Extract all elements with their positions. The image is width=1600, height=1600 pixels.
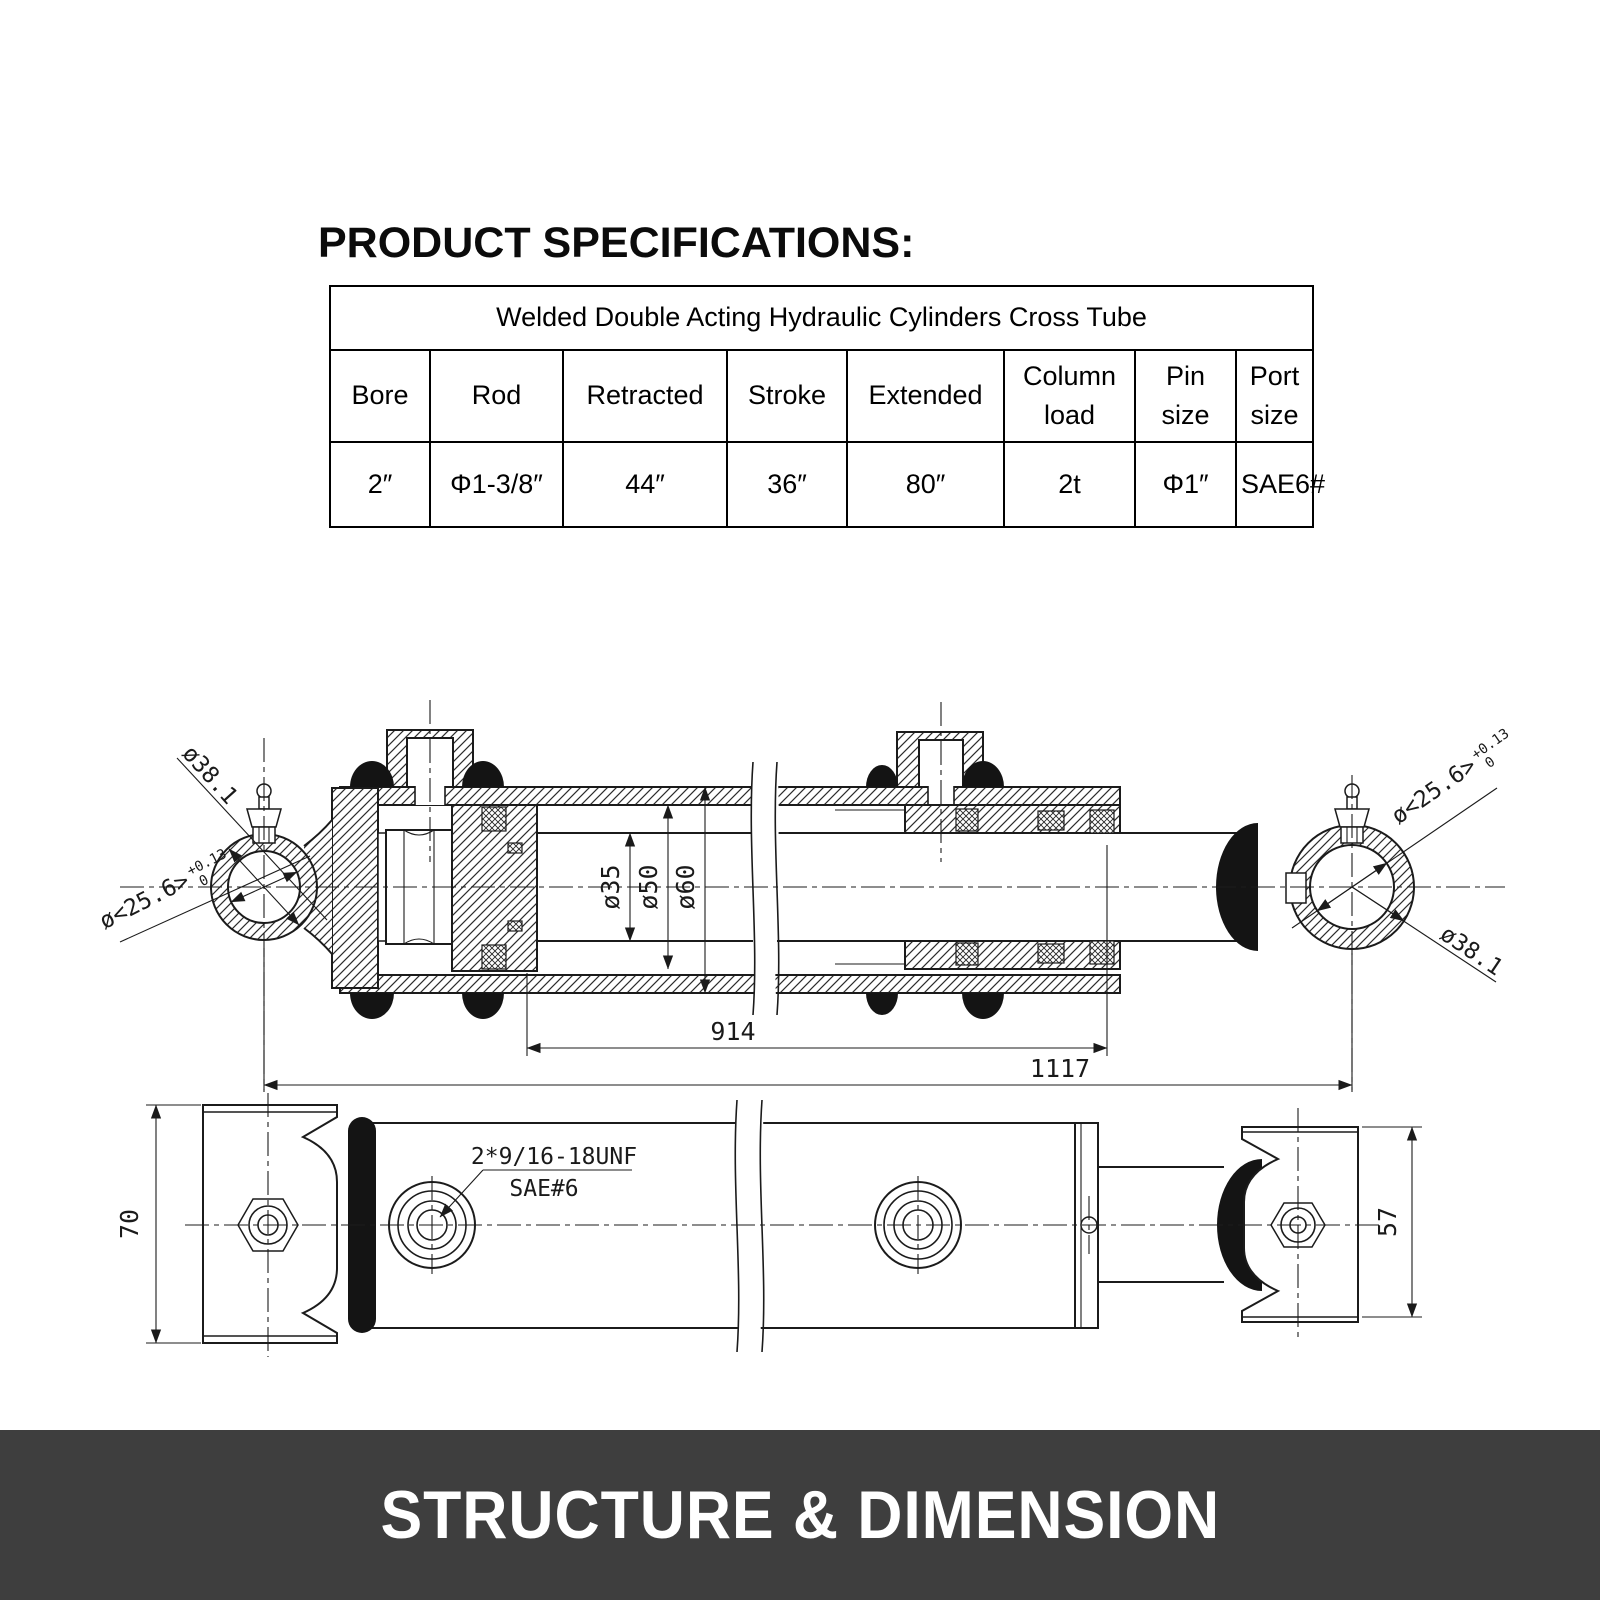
value-port-size: SAE6# [1234,441,1325,528]
barrel-top-wall [339,786,1121,806]
centerlines [120,700,1505,1357]
col-header-port-size: Port size [1234,349,1315,443]
piston [451,804,538,972]
base-cap [331,787,379,989]
dim-bore-diameter: ø50 [634,804,674,970]
port-thread-label: 2*9/16-18UNF [471,1144,637,1170]
table-title: Welded Double Acting Hydraulic Cylinders… [328,285,1315,351]
dim-rod-diameter: ø35 [596,832,636,942]
rod-end-bumper [1216,823,1258,951]
dim-label: ø<25.6> [95,868,193,935]
dim-retracted-length: 1117 [263,948,1353,1092]
dim-label: 1117 [1030,1054,1090,1083]
dim-label: ø<25.6> [1387,753,1481,830]
port-callout: 2*9/16-18UNF SAE#6 [439,1144,637,1218]
banner-title: STRUCTURE & DIMENSION [380,1477,1220,1553]
dim-tube-diameter: ø60 [671,786,711,994]
col-header-retracted: Retracted [562,349,728,443]
weld-beads [350,761,1004,1019]
port-standard-label: SAE#6 [509,1176,578,1202]
technical-drawing: ø38.1 ø<25.6> +0.13 0 ø<25.6> +0.13 0 [95,700,1512,1357]
lower-plan-view [202,1099,1359,1353]
col-header-extended: Extended [846,349,1005,443]
port-boss-right [896,731,984,805]
value-rod: Φ1-3/8″ [429,441,564,528]
dim-label: 57 [1373,1207,1402,1237]
value-extended: 80″ [846,441,1005,528]
break-lines-upper [750,761,780,1016]
piston-assembly [377,804,538,972]
rod-plan [1098,1166,1224,1283]
upper-section-view [210,729,1415,1019]
barrel-bottom-wall [339,974,1121,994]
dim-label: ø35 [596,864,625,909]
dim-label: ø38.1 [177,741,243,810]
col-header-bore: Bore [329,349,431,443]
dim-label: ø60 [671,864,700,909]
dim-label: ø38.1 [1435,921,1507,981]
dim-label: 70 [115,1209,144,1239]
col-header-rod: Rod [429,349,564,443]
col-header-pin-size: Pin size [1134,349,1237,443]
value-bore: 2″ [329,441,431,528]
col-header-stroke: Stroke [726,349,848,443]
dim-base-eye-width: 70 [115,1104,201,1344]
page-title: PRODUCT SPECIFICATIONS: [318,219,915,267]
dim-label: ø50 [634,864,663,909]
spec-table: Welded Double Acting Hydraulic Cylinders… [328,285,1325,528]
break-lines-lower [734,1099,765,1353]
dim-label: 914 [710,1017,755,1046]
banner: STRUCTURE & DIMENSION [0,1430,1600,1600]
value-pin-size: Φ1″ [1134,441,1237,528]
tolerance-lower: 0 [1482,754,1498,772]
col-header-column-load: Column load [1003,349,1136,443]
value-stroke: 36″ [726,441,848,528]
value-column-load: 2t [1003,441,1136,528]
dim-stroke-length: 914 [526,845,1108,1056]
dim-rod-eye-width: 57 [1362,1126,1422,1318]
base-eye-block [202,1104,338,1344]
value-retracted: 44″ [562,441,728,528]
